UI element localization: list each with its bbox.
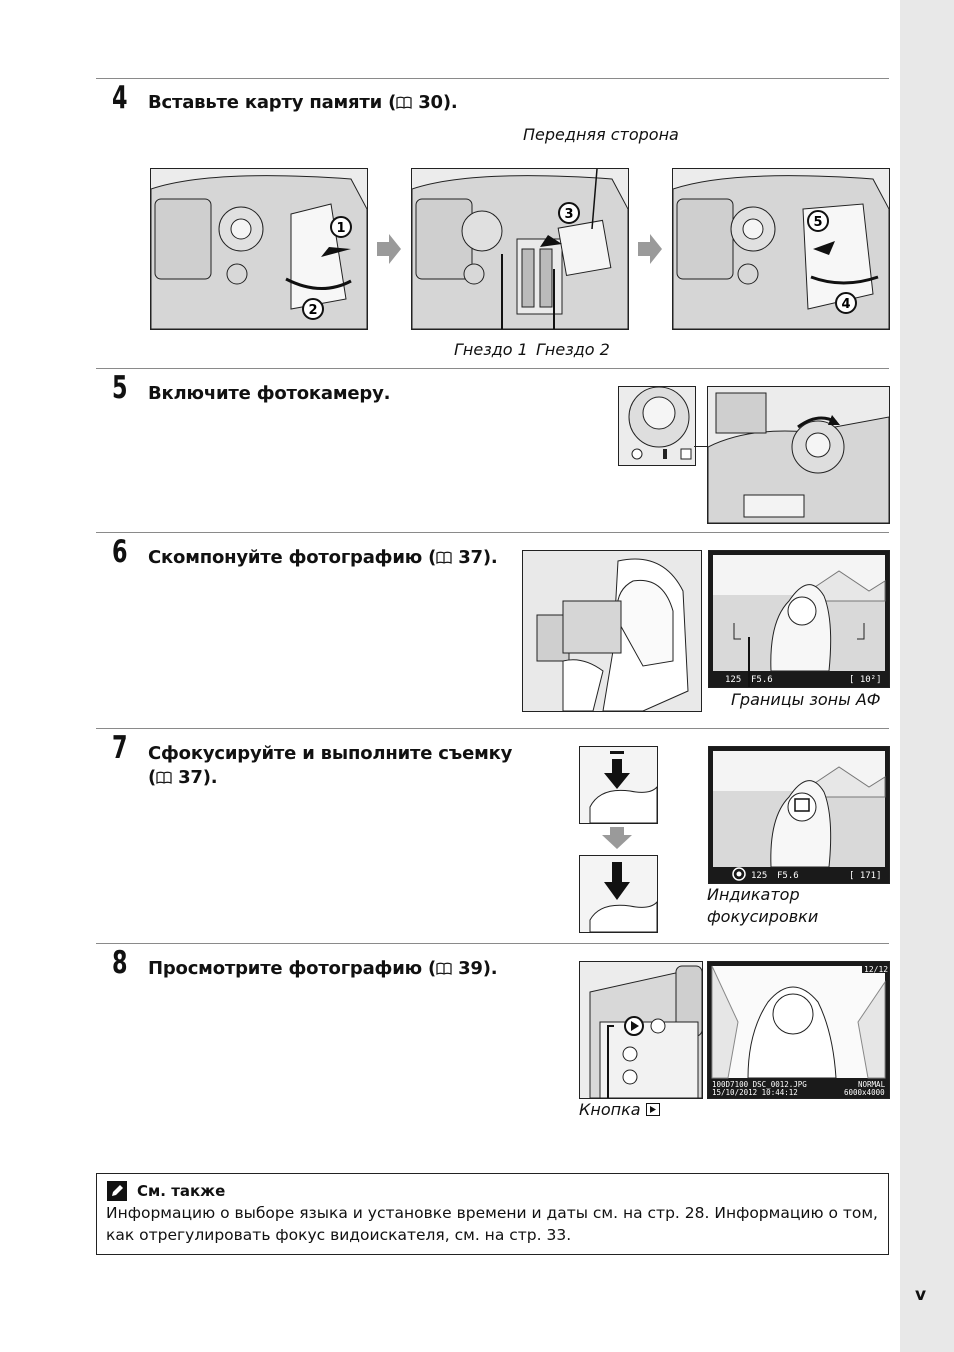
- lcd-aperture: F5.6: [751, 675, 773, 685]
- book-reference-icon: [436, 962, 452, 975]
- note-heading: См. также: [137, 1182, 226, 1200]
- note-body: Информацию о выборе языка и установке вр…: [106, 1204, 878, 1244]
- callout-1: 1: [336, 221, 345, 236]
- lcd-shots-remaining: [ 10²]: [849, 675, 882, 685]
- illustration-close-card-cover: 5 4: [672, 168, 890, 330]
- page-margin-tab: [900, 0, 954, 1352]
- step-number-4: 4: [112, 80, 128, 116]
- svg-text:[ 171]: [ 171]: [849, 871, 882, 881]
- caption-front-side: Передняя сторона: [523, 125, 679, 144]
- play-button-icon: [645, 1103, 660, 1116]
- callout-5: 5: [813, 215, 822, 230]
- book-reference-icon: [396, 96, 412, 109]
- step-number-7: 7: [112, 730, 128, 766]
- callout-2: 2: [308, 303, 317, 318]
- section-divider: [96, 78, 889, 79]
- illustration-camera-top-power-on: [707, 386, 890, 524]
- caption-slot-2: Гнездо 2: [536, 340, 610, 359]
- step-number-8: 8: [112, 945, 128, 981]
- viewfinder-display-af-bounds: 125 F5.6 [ 10²]: [708, 550, 890, 688]
- playback-datetime: 15/10/2012 10:44:12: [712, 1088, 798, 1097]
- next-step-arrow-icon: [638, 234, 662, 264]
- page-number: v: [915, 1285, 927, 1305]
- see-also-note: См. также Информацию о выборе языка и ус…: [96, 1173, 889, 1255]
- step-title-4: Вставьте карту памяти ( 30).: [148, 92, 458, 113]
- step-title-5: Включите фотокамеру.: [148, 383, 391, 404]
- illustration-open-card-cover: 1 2: [150, 168, 368, 330]
- playback-image-size: 6000x4000: [844, 1088, 885, 1097]
- illustration-shutter-half-press: [579, 746, 658, 824]
- caption-play-button: Кнопка: [579, 1100, 660, 1119]
- step-title-7: Сфокусируйте и выполните съемку ( 37).: [148, 743, 513, 788]
- book-reference-icon: [436, 551, 452, 564]
- next-step-arrow-icon: [377, 234, 401, 264]
- book-reference-icon: [156, 771, 172, 784]
- callout-3: 3: [564, 207, 573, 222]
- illustration-camera-back-play-button: [579, 961, 703, 1099]
- caption-af-bounds: Границы зоны АФ: [731, 690, 881, 709]
- step-title-6: Скомпонуйте фотографию ( 37).: [148, 547, 498, 568]
- illustration-person-framing-photo: [522, 550, 702, 712]
- section-divider: [96, 728, 889, 729]
- section-divider: [96, 368, 889, 369]
- caption-focus-indicator-line1: Индикатор: [707, 885, 800, 904]
- playback-file-info: 100D7100 DSC_0012.JPG: [712, 1080, 807, 1089]
- caption-focus-indicator-line2: фокусировки: [707, 907, 819, 926]
- section-divider: [96, 943, 889, 944]
- viewfinder-display-focus-indicator: 125 F5.6 [ 171]: [708, 746, 890, 884]
- illustration-shutter-full-press: [579, 855, 658, 933]
- pencil-note-icon: [107, 1181, 127, 1201]
- caption-slot-1: Гнездо 1: [454, 340, 528, 359]
- step-number-6: 6: [112, 534, 128, 570]
- step-number-5: 5: [112, 370, 128, 406]
- playback-display: 12/12 100D7100 DSC_0012.JPG NORMAL 15/10…: [707, 961, 890, 1099]
- playback-counter: 12/12: [864, 965, 888, 974]
- svg-text:125: 125: [751, 871, 767, 881]
- down-arrow-icon: [602, 827, 632, 849]
- callout-4: 4: [841, 297, 850, 312]
- illustration-power-switch-detail: [618, 386, 696, 466]
- playback-quality: NORMAL: [858, 1080, 886, 1089]
- svg-text:F5.6: F5.6: [777, 871, 799, 881]
- step-title-8: Просмотрите фотографию ( 39).: [148, 958, 498, 979]
- lcd-shutter: 125: [725, 675, 741, 685]
- section-divider: [96, 532, 889, 533]
- illustration-insert-card: 3: [411, 168, 629, 330]
